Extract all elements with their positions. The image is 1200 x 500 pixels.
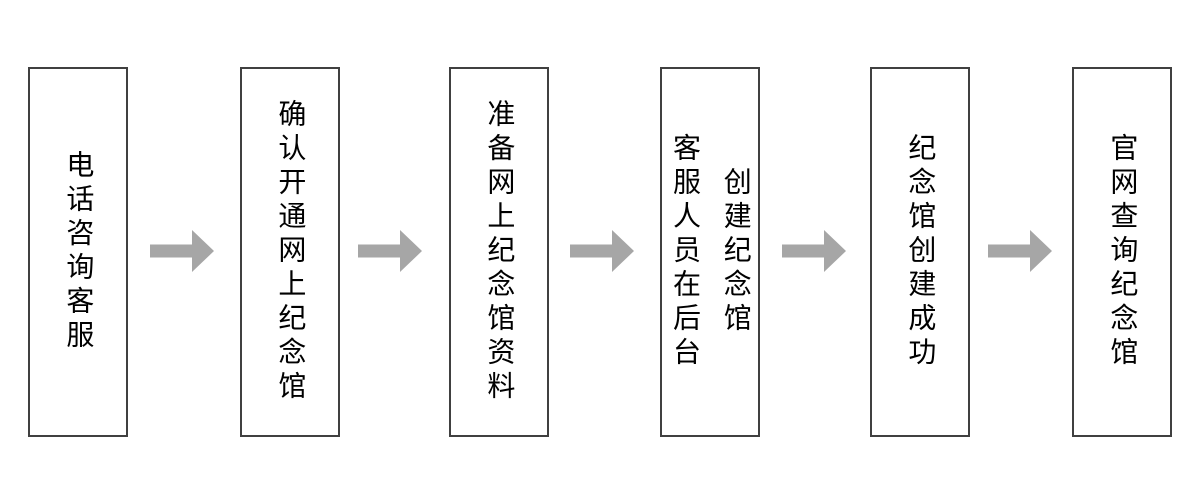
step-box-phone-consult: 电话咨询客服 [28, 67, 128, 437]
arrow-right-shape [358, 230, 422, 272]
arrow-right-icon [150, 230, 214, 272]
step-label: 电话咨询客服 [63, 150, 95, 354]
arrow-right-shape [782, 230, 846, 272]
step-box-create-success: 纪念馆创建成功 [870, 67, 970, 437]
step-label: 纪念馆创建成功 [905, 133, 937, 371]
arrow-right-shape [150, 230, 214, 272]
arrow-right-icon [358, 230, 422, 272]
step-label-column-right: 创建纪念馆 [720, 167, 752, 337]
arrow-right-icon [782, 230, 846, 272]
arrow-right-shape [988, 230, 1052, 272]
step-box-staff-create: 客服人员在后台 创建纪念馆 [660, 67, 760, 437]
arrow-right-icon [570, 230, 634, 272]
step-box-website-query: 官网查询纪念馆 [1072, 67, 1172, 437]
step-label: 准备网上纪念馆资料 [484, 99, 516, 405]
step-label: 官网查询纪念馆 [1107, 133, 1139, 371]
step-box-prepare-materials: 准备网上纪念馆资料 [449, 67, 549, 437]
arrow-right-shape [570, 230, 634, 272]
step-label-column-left: 客服人员在后台 [670, 133, 701, 371]
step-label: 确认开通网上纪念馆 [275, 99, 307, 405]
arrow-right-icon [988, 230, 1052, 272]
step-box-confirm-open: 确认开通网上纪念馆 [240, 67, 340, 437]
